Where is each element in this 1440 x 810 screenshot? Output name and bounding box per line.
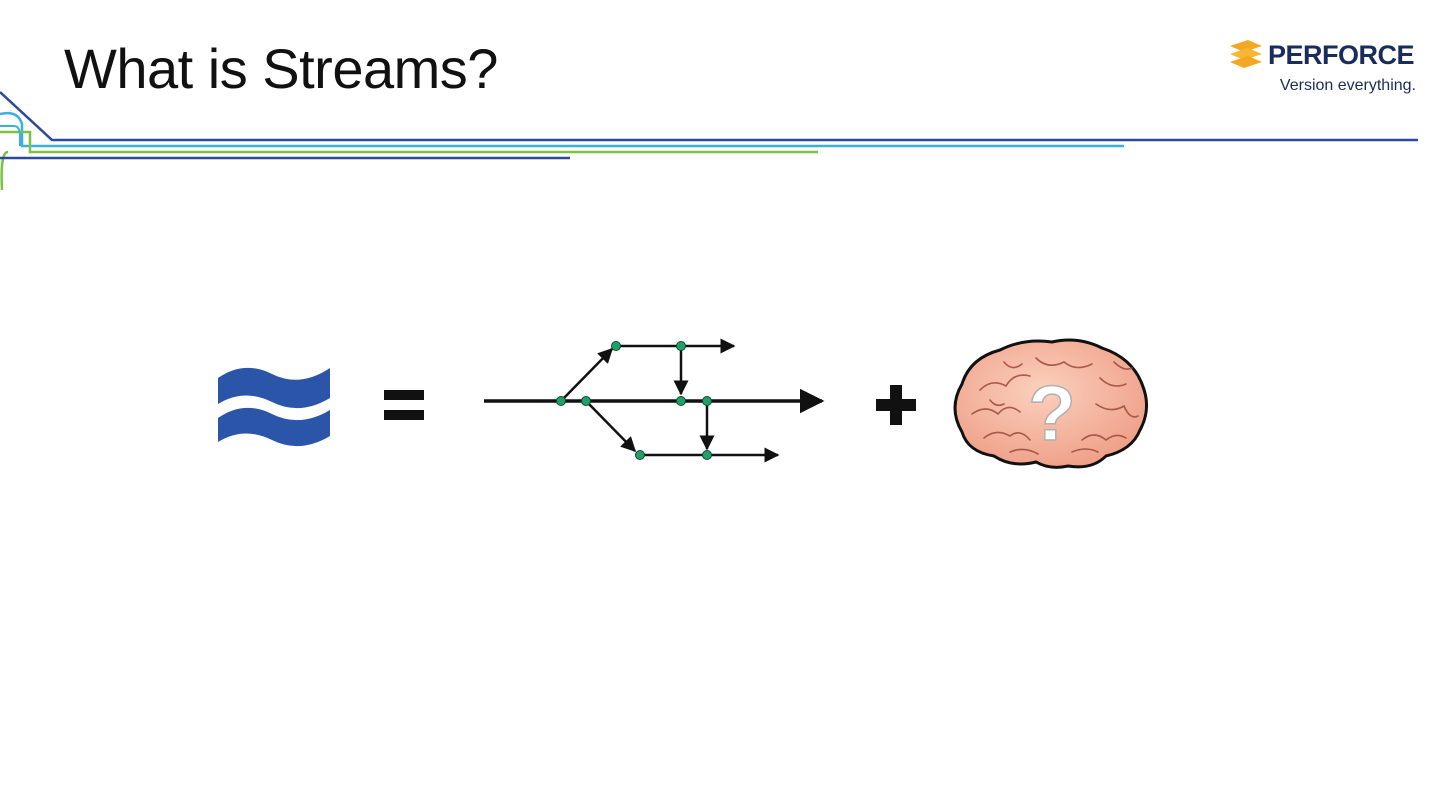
node <box>676 396 686 406</box>
branching-diagram-icon <box>484 338 825 463</box>
node <box>556 396 566 406</box>
slide-title: What is Streams? <box>64 37 498 100</box>
deco-line-cyan-2 <box>0 125 21 146</box>
perforce-logo: PERFORCE Version everything. <box>1228 36 1418 100</box>
perforce-layers-icon <box>1230 40 1262 68</box>
brain-question-icon: ? <box>953 338 1148 469</box>
header-decoration-lines <box>0 91 1418 191</box>
deco-line-cyan <box>0 111 1124 148</box>
node <box>676 341 686 351</box>
deco-line-green <box>0 130 818 191</box>
streams-equation: ? <box>218 338 1148 469</box>
streams-waves-icon <box>218 367 330 447</box>
plus-icon <box>876 385 916 425</box>
branch-down-diagonal <box>585 400 637 453</box>
logo-name: PERFORCE <box>1268 40 1415 70</box>
deco-line-dark-blue <box>0 91 1418 142</box>
node <box>581 396 591 406</box>
node <box>702 450 712 460</box>
node <box>611 341 621 351</box>
branch-up-diagonal <box>560 347 614 402</box>
node <box>635 450 645 460</box>
brain-question-mark: ? <box>1028 369 1076 457</box>
equals-icon <box>384 390 424 420</box>
logo-tagline: Version everything. <box>1279 77 1416 94</box>
node <box>702 396 712 406</box>
